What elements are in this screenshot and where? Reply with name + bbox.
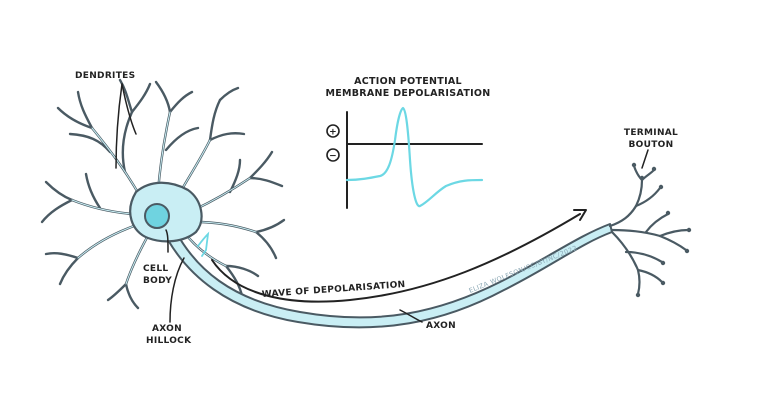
label-axon: AXON <box>426 321 456 331</box>
wave-arrow <box>211 209 587 303</box>
label-cell-body-line-2: BODY <box>143 276 172 286</box>
bouton-dots <box>631 162 692 298</box>
action-potential-trace <box>345 106 484 208</box>
minus-sign-circle <box>326 148 340 162</box>
leader-lines <box>115 83 649 323</box>
label-axon-hillock-line-2: HILLOCK <box>146 336 192 346</box>
axon-terminal <box>608 164 690 296</box>
graph-title-line-2: MEMBRANE DEPOLARISATION <box>325 88 490 99</box>
label-dendrites: DENDRITES <box>75 71 135 81</box>
action-potential-graph: + − ACTION POTENTIAL MEMBRANE DEPOLARISA… <box>325 76 490 209</box>
axon-shape <box>167 223 613 329</box>
label-terminal-line-2: BOUTON <box>629 140 674 150</box>
watermark: ELIZA WOLFSON/CC/BY/NC/2022 <box>468 244 579 295</box>
minus-sign: − <box>329 152 337 162</box>
plus-sign: + <box>329 128 337 138</box>
label-wave: WAVE OF DEPOLARISATION <box>262 280 406 300</box>
hillock-spike <box>197 231 210 257</box>
nucleus <box>144 203 170 229</box>
plus-sign-circle <box>326 124 340 138</box>
label-terminal-line-1: TERMINAL <box>624 128 678 138</box>
label-axon-hillock-line-1: AXON <box>152 324 182 334</box>
graph-title-line-1: ACTION POTENTIAL <box>354 76 462 87</box>
label-cell-body-line-1: CELL <box>143 264 168 274</box>
